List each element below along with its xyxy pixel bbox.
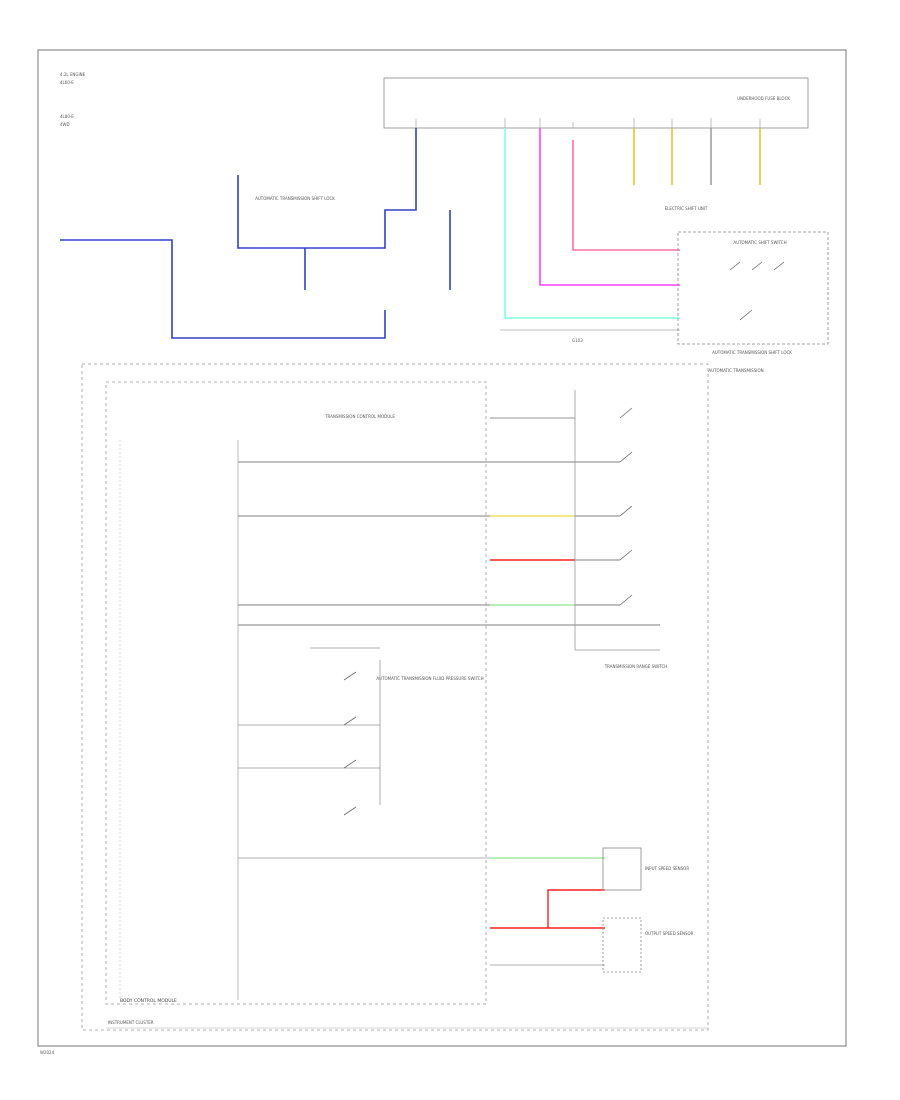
body-control-label: BODY CONTROL MODULE: [120, 998, 177, 1004]
shift-lock-label: AUTOMATIC TRANSMISSION SHIFT LOCK: [255, 196, 335, 201]
outer-frame: [37, 49, 847, 1047]
legend-item-4: 4WD: [60, 122, 70, 127]
fuse-drops: [633, 128, 761, 185]
output-speed-label: OUTPUT SPEED SENSOR: [645, 931, 694, 936]
blue-harness: [60, 128, 451, 339]
range-switch-contacts: [619, 407, 633, 606]
speed-sensors: INPUT SPEED SENSOR OUTPUT SPEED SENSOR: [602, 847, 694, 973]
auto-shift-switch-box: AUTOMATIC SHIFT SWITCH AUTOMATIC TRANSMI…: [677, 231, 829, 355]
auto-shift-switch-label: AUTOMATIC SHIFT SWITCH: [733, 240, 786, 245]
tcm-box-label: TRANSMISSION CONTROL MODULE: [324, 414, 395, 419]
automatic-trans-label: AUTOMATIC TRANSMISSION: [708, 368, 763, 373]
legend: 4.2L ENGINE 4L60-E 4L80-E 4WD: [60, 72, 86, 127]
tcm-enclosure: [81, 363, 709, 1031]
legend-item-1: 4.2L ENGINE: [60, 72, 86, 77]
legend-item-3: 4L80-E: [60, 114, 74, 119]
fuse-box: UNDERHOOD FUSE BLOCK: [383, 77, 809, 129]
fuse-box-label: UNDERHOOD FUSE BLOCK: [737, 96, 790, 101]
trans-shift-lock-label: AUTOMATIC TRANSMISSION SHIFT LOCK: [712, 350, 792, 355]
ground-label: G103: [572, 338, 583, 343]
electric-shift-label: ELECTRIC SHIFT UNIT: [665, 206, 708, 211]
sensor-wires: [238, 857, 605, 966]
colored-feeds: [500, 128, 680, 331]
pressure-switch-label: AUTOMATIC TRANSMISSION FLUID PRESSURE SW…: [376, 676, 483, 681]
signal-wires: [238, 417, 660, 626]
input-speed-label: INPUT SPEED SENSOR: [645, 866, 689, 871]
legend-item-2: 4L60-E: [60, 80, 74, 85]
tcm-inner-box: [105, 381, 487, 1005]
pressure-switch: AUTOMATIC TRANSMISSION FLUID PRESSURE SW…: [238, 647, 484, 816]
footer-code: W2024: [40, 1050, 55, 1055]
trans-range-label: TRANSMISSION RANGE SWITCH: [604, 664, 668, 669]
cluster-label: INSTRUMENT CLUSTER: [108, 1020, 154, 1025]
